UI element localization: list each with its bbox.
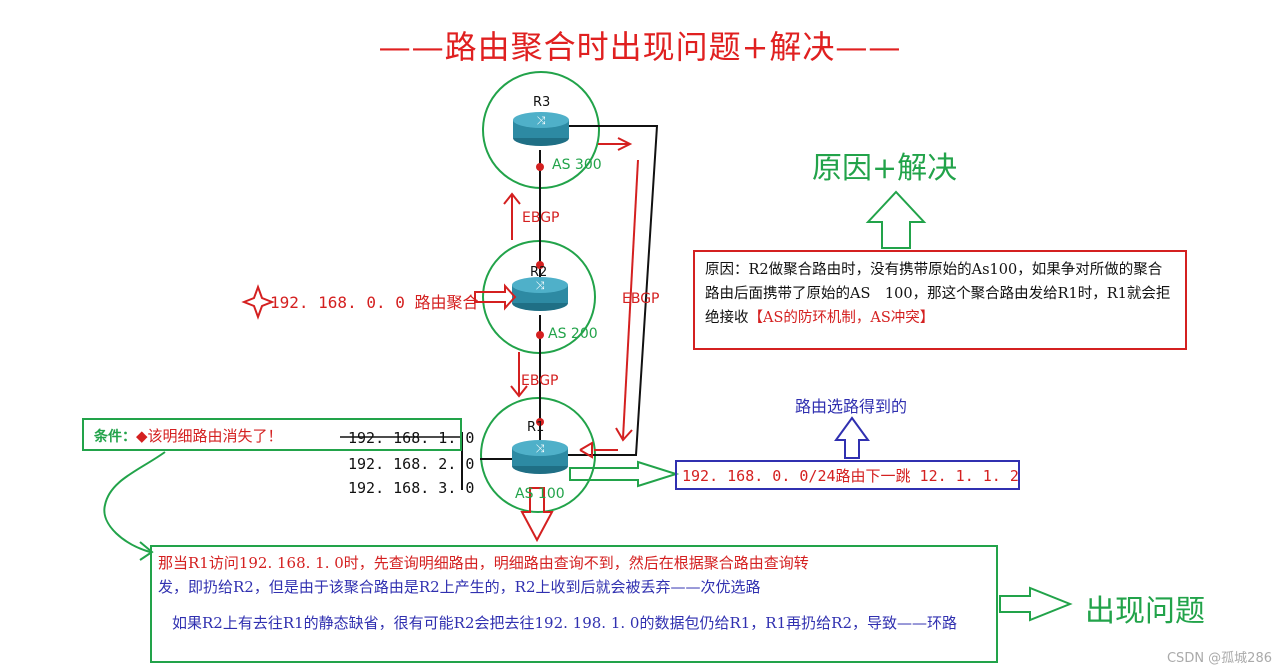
condition-text: ◆该明细路由消失了！ (136, 427, 283, 445)
r1-as-label: AS 100 (515, 486, 565, 502)
route-selection-note: 路由选路得到的 (795, 397, 908, 416)
network-3: 192. 168. 3. 0 (348, 479, 475, 497)
router-r2-icon: ⤨ (512, 277, 568, 311)
explanation-paragraph-2: 如果R2上有去往R1的静态缺省，很有可能R2会把去往192. 198. 1. 0… (172, 614, 957, 632)
r3-label: R3 (533, 95, 551, 110)
svg-text:⤨: ⤨ (537, 114, 546, 127)
aggregation-note: 192. 168. 0. 0 路由聚合 (270, 293, 479, 312)
cause-box: 原因：R2做聚合路由时，没有携带原始的As100，如果争对所做的聚合路由后面携带… (693, 250, 1187, 350)
router-r1-icon: ⤨ (512, 440, 568, 474)
ebgp-label-r3-r2: EBGP (522, 210, 560, 226)
ebgp-label-r2-r1: EBGP (521, 373, 559, 389)
condition-label: 条件： (94, 429, 136, 445)
r1-label: R1 (527, 420, 545, 435)
svg-text:⤨: ⤨ (536, 442, 545, 455)
r3-as-label: AS 300 (552, 157, 602, 173)
problem-heading: 出现问题 (1085, 594, 1205, 629)
ebgp-label-r3-r1: EBGP (622, 291, 660, 307)
r2-as-label: AS 200 (548, 326, 598, 342)
svg-text:⤨: ⤨ (536, 279, 545, 292)
explanation-line-2: 发，即扔给R2，但是由于该聚合路由是R2上产生的，R2上收到后就会被丢弃——次优… (158, 578, 761, 596)
link-r3-r1 (560, 125, 659, 456)
watermark: CSDN @孤城286 (1166, 651, 1272, 666)
route-box: 192. 168. 0. 0/24路由下一跳 12. 1. 1. 2 (675, 460, 1020, 490)
explanation-box: 那当R1访问192. 168. 1. 0时，先查询明细路由，明细路由查询不到，然… (150, 545, 998, 663)
network-1: 192. 168. 1. 0 (348, 429, 475, 447)
cause-highlight: 【AS的防环机制，AS冲突】 (748, 310, 935, 326)
cause-solution-heading: 原因+解决 (812, 151, 958, 186)
page-title: ——路由聚合时出现问题+解决—— (378, 28, 902, 66)
r2-label: R2 (530, 265, 548, 280)
router-r3-icon: ⤨ (513, 112, 569, 146)
condition-box: 条件：◆该明细路由消失了！ (82, 418, 462, 451)
cause-text: 原因：R2做聚合路由时，没有携带原始的As100，如果争对所做的聚合路由后面携带… (705, 262, 1171, 326)
explanation-line-1: 那当R1访问192. 168. 1. 0时，先查询明细路由，明细路由查询不到，然… (158, 554, 809, 572)
network-2: 192. 168. 2. 0 (348, 455, 475, 473)
